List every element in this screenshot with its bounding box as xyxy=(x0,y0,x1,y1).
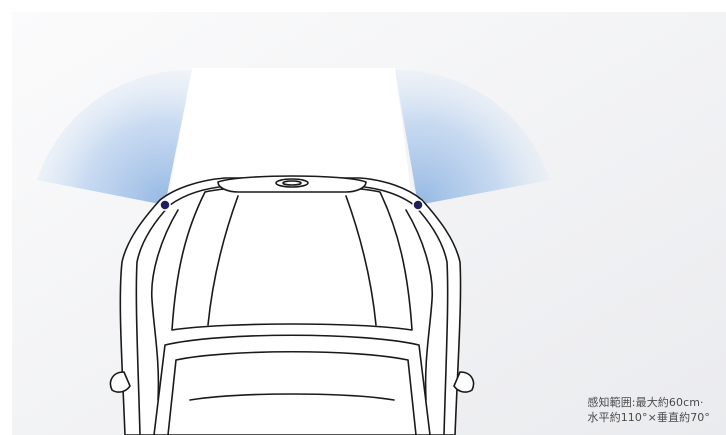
front-emblem xyxy=(275,178,309,188)
hood-ridge-left xyxy=(207,195,239,326)
sensor-dot-icon xyxy=(159,199,171,211)
mirror-right xyxy=(453,371,475,393)
windshield xyxy=(153,334,431,435)
hood-ridge-right xyxy=(345,195,377,326)
sensor-zone-right xyxy=(395,69,550,205)
mirror-left xyxy=(109,371,131,393)
car-body xyxy=(109,175,475,435)
windshield-inner xyxy=(167,350,417,435)
cabin-line xyxy=(189,393,395,401)
sensor-dot-icon xyxy=(412,199,424,211)
headlight-beam xyxy=(168,68,412,200)
front-emblem-inner xyxy=(282,180,302,186)
sensor-zone-left xyxy=(37,69,192,205)
car-inner-outline-left xyxy=(135,204,171,435)
front-grille xyxy=(217,175,367,193)
caption-line-1: 感知範囲:最大約60cm· xyxy=(587,396,704,409)
sensor-range-caption: 感知範囲:最大約60cm· 水平約110°×垂直約70° xyxy=(587,395,710,425)
fender-left xyxy=(150,209,179,401)
sensor-right xyxy=(412,199,424,211)
sensor-left xyxy=(159,199,171,211)
fender-right xyxy=(405,209,434,401)
caption-line-2: 水平約110°×垂直約70° xyxy=(587,411,710,424)
